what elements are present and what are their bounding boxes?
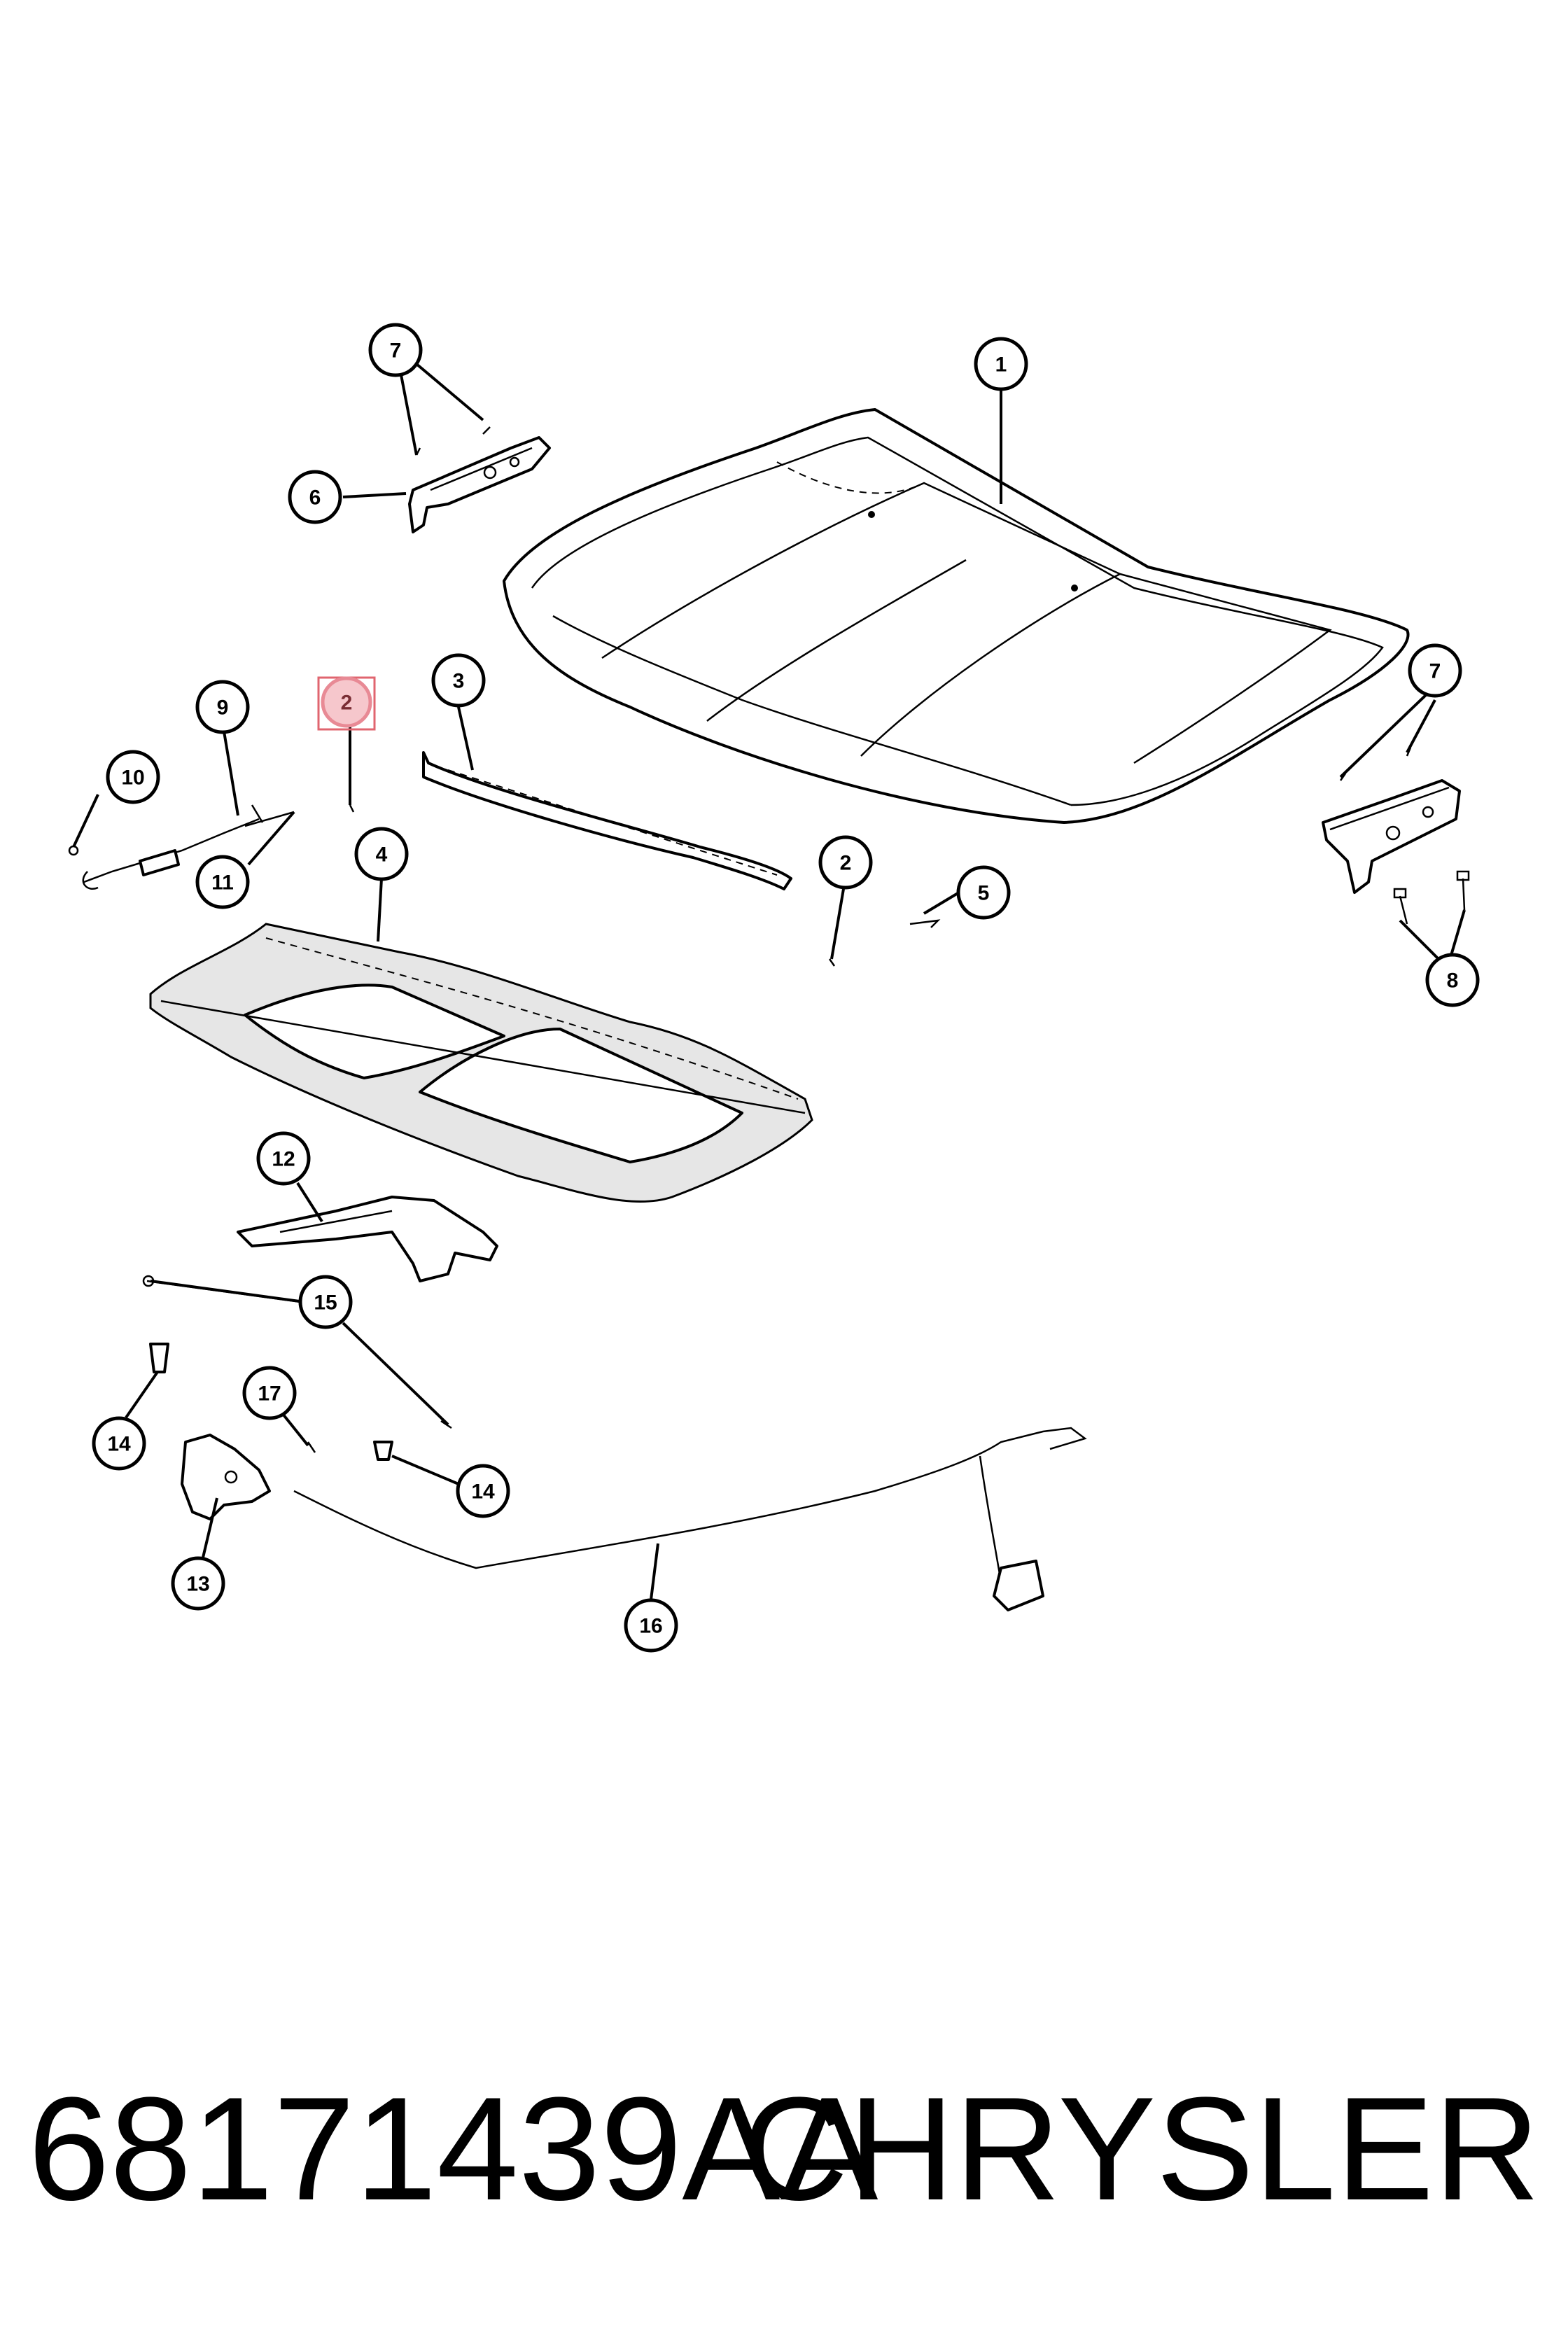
- callout-2-right[interactable]: 2: [818, 835, 873, 890]
- svg-text:2: 2: [341, 692, 353, 715]
- callout-8[interactable]: 8: [1425, 953, 1480, 1007]
- svg-text:2: 2: [840, 852, 852, 875]
- clip-part-5: [909, 919, 941, 928]
- svg-text:1: 1: [995, 354, 1007, 377]
- callout-6[interactable]: 6: [288, 470, 342, 524]
- svg-text:4: 4: [376, 844, 388, 867]
- callout-17[interactable]: 17: [242, 1366, 297, 1420]
- svg-text:11: 11: [211, 872, 234, 895]
- callout-9[interactable]: 9: [195, 680, 250, 734]
- part-number: 68171439AA: [28, 2066, 878, 2231]
- svg-text:10: 10: [121, 766, 144, 790]
- svg-text:13: 13: [186, 1573, 209, 1596]
- left-hood-hinge: [408, 426, 551, 533]
- callout-14-right[interactable]: 14: [456, 1464, 510, 1518]
- callout-4[interactable]: 4: [354, 827, 409, 881]
- svg-text:9: 9: [217, 696, 229, 720]
- hood-insulator: [149, 923, 813, 1203]
- latch-support-bracket: [237, 1196, 498, 1282]
- callout-5[interactable]: 5: [956, 865, 1011, 920]
- right-hood-hinge: [1322, 747, 1461, 894]
- callout-14-left[interactable]: 14: [92, 1416, 146, 1471]
- callout-2-left[interactable]: 2: [321, 676, 372, 728]
- hinge-bolts: [1393, 870, 1470, 925]
- svg-text:6: 6: [309, 486, 321, 510]
- svg-text:17: 17: [258, 1382, 281, 1406]
- hood-latch: [181, 1434, 271, 1520]
- clip-part-17: [307, 1441, 316, 1453]
- callout-3[interactable]: 3: [431, 653, 486, 708]
- svg-text:3: 3: [453, 670, 465, 693]
- release-cable-15: [142, 1275, 452, 1429]
- svg-text:5: 5: [978, 882, 990, 905]
- clip-14-left: [149, 1343, 169, 1373]
- callout-12[interactable]: 12: [256, 1131, 311, 1186]
- callout-15[interactable]: 15: [298, 1275, 353, 1329]
- fastener-2-right: [828, 958, 836, 967]
- svg-text:12: 12: [272, 1148, 295, 1171]
- svg-text:15: 15: [314, 1292, 337, 1315]
- brand-name: CHRYSLER: [742, 2066, 1540, 2231]
- callout-16[interactable]: 16: [624, 1598, 678, 1653]
- svg-text:8: 8: [1447, 969, 1459, 993]
- release-cable-16: [293, 1427, 1087, 1611]
- callout-1[interactable]: 1: [974, 337, 1028, 391]
- fastener-2-left: [349, 804, 355, 813]
- svg-text:14: 14: [107, 1433, 131, 1456]
- callout-7-right[interactable]: 7: [1408, 643, 1462, 698]
- hood-prop-assembly: [68, 804, 295, 890]
- clip-14-right: [373, 1441, 393, 1461]
- svg-text:7: 7: [390, 340, 402, 363]
- hood-seal-strip: [422, 751, 792, 890]
- svg-text:7: 7: [1429, 660, 1441, 683]
- footer: 68171439AA CHRYSLER: [28, 2058, 1540, 2240]
- callout-13[interactable]: 13: [171, 1556, 225, 1611]
- callout-7-left[interactable]: 7: [368, 323, 423, 377]
- hood-panel: [503, 408, 1410, 824]
- callout-11[interactable]: 11: [195, 855, 250, 909]
- svg-text:14: 14: [471, 1480, 495, 1504]
- callout-10[interactable]: 10: [106, 750, 160, 804]
- svg-text:16: 16: [639, 1615, 662, 1638]
